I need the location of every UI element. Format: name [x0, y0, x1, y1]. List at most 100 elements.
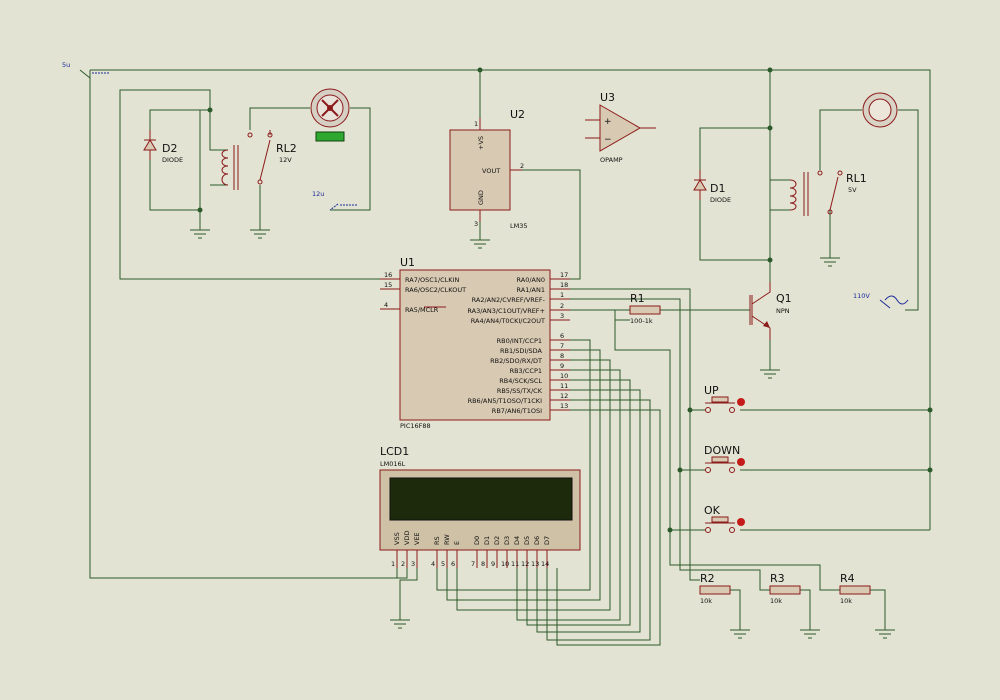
- resistor-r1[interactable]: R1 100-1k: [629, 292, 661, 325]
- resistor-r3[interactable]: R3 10k: [769, 572, 801, 605]
- lcd-pin-name: D5: [523, 536, 531, 545]
- u2-pin-num: 2: [520, 162, 524, 170]
- lcd-pin-num: 10: [501, 560, 509, 568]
- diode-d2[interactable]: D2 DIODE: [143, 130, 183, 164]
- lcd-display[interactable]: LCD1 LM016L VSS1VDD2VEE3RS4RW5E6D07D18D2…: [379, 445, 581, 568]
- u1-pin-name: RA5/MCLR: [405, 306, 439, 314]
- ground-symbols: [190, 229, 895, 639]
- lcd-pin-num: 4: [431, 560, 435, 568]
- resistor-r4[interactable]: R4 10k: [839, 572, 871, 605]
- u2-pin-vout: VOUT: [482, 167, 500, 175]
- button-down-label: DOWN: [704, 444, 740, 457]
- u1-pin-num: 10: [560, 372, 568, 380]
- lcd-screen: [389, 477, 573, 521]
- lcd-pin-name: D4: [513, 536, 521, 545]
- lcd-pin-num: 8: [481, 560, 485, 568]
- r3-value: 10k: [770, 597, 782, 605]
- transistor-q1[interactable]: Q1 NPN: [749, 282, 792, 340]
- u3-value: OPAMP: [600, 156, 623, 164]
- u1-pin-num: 1: [560, 291, 564, 299]
- u1-pin-num: 4: [384, 301, 388, 309]
- button-up[interactable]: UP: [704, 384, 745, 413]
- rl2-ref: RL2: [276, 142, 297, 155]
- u1-ref: U1: [400, 256, 415, 269]
- r2-ref: R2: [700, 572, 715, 585]
- power-12v-terminal: 12u: [312, 190, 358, 211]
- r1-ref: R1: [630, 292, 645, 305]
- lcd-value: LM016L: [380, 460, 406, 468]
- u1-pin-name: RB3/CCP1: [510, 367, 542, 375]
- sensor-u2[interactable]: U2 LM35 +VS GND VOUT 1 2 3: [449, 108, 528, 230]
- u2-value: LM35: [510, 222, 528, 230]
- lcd-pin-name: RS: [433, 536, 441, 545]
- lcd-pin-num: 3: [411, 560, 415, 568]
- u1-pin-name: RB0/INT/CCP1: [497, 337, 542, 345]
- u1-pin-name: RA7/OSC1/CLKIN: [405, 276, 459, 284]
- u1-pin-name: RB1/SDI/SDA: [500, 347, 543, 355]
- mcu-u1[interactable]: U1 PIC16F88 RA7/OSC1/CLKIN RA6/OSC2/CLKO…: [380, 256, 570, 430]
- q1-ref: Q1: [776, 292, 792, 305]
- u1-pin-num: 16: [384, 271, 392, 279]
- relay-rl1[interactable]: RL1 5V: [789, 170, 867, 216]
- lcd-pin-num: 6: [451, 560, 455, 568]
- u1-pin-name: RB2/SDO/RX/DT: [490, 357, 542, 365]
- power-110v-label: 110V: [853, 292, 870, 300]
- ac-110v-source: 110V: [853, 292, 909, 309]
- u1-pin-num: 3: [560, 312, 564, 320]
- button-down-indicator: [737, 458, 745, 466]
- lcd-pin-num: 1: [391, 560, 395, 568]
- lcd-pin-num: 13: [531, 560, 539, 568]
- u1-pin-num: 12: [560, 392, 568, 400]
- lcd-pin-name: D7: [543, 536, 551, 545]
- rl1-ref: RL1: [846, 172, 867, 185]
- u1-pin-num: 11: [560, 382, 568, 390]
- lamp[interactable]: [862, 92, 898, 128]
- motor-indicator: [315, 131, 345, 142]
- relay-rl2[interactable]: RL2 12V: [221, 130, 297, 190]
- motor[interactable]: [310, 88, 350, 142]
- lcd-ref: LCD1: [380, 445, 409, 458]
- lcd-pin-name: D6: [533, 536, 541, 545]
- lcd-pin-num: 9: [491, 560, 495, 568]
- u2-pin-gnd: GND: [477, 190, 485, 205]
- u2-pin-num: 1: [474, 120, 478, 128]
- lcd-pin-num: 12: [521, 560, 529, 568]
- lcd-pin-name: RW: [443, 534, 451, 545]
- button-up-label: UP: [704, 384, 719, 397]
- lcd-pin-num: 11: [511, 560, 519, 568]
- button-ok[interactable]: OK: [704, 504, 745, 533]
- q1-value: NPN: [776, 307, 790, 315]
- lcd-pin-name: VEE: [413, 532, 421, 545]
- button-down[interactable]: DOWN: [704, 444, 745, 473]
- lcd-pin-num: 2: [401, 560, 405, 568]
- lcd-pins: VSS1VDD2VEE3RS4RW5E6D07D18D29D310D411D51…: [391, 531, 551, 568]
- rl2-value: 12V: [279, 156, 292, 164]
- lcd-pin-num: 5: [441, 560, 445, 568]
- d1-ref: D1: [710, 182, 725, 195]
- u1-pin-name: RA2/AN2/CVREF/VREF-: [472, 296, 546, 304]
- rl1-value: 5V: [848, 186, 857, 194]
- u2-pin-num: 3: [474, 220, 478, 228]
- r4-value: 10k: [840, 597, 852, 605]
- d2-ref: D2: [162, 142, 177, 155]
- u1-pin-name: RA0/AN0: [517, 276, 545, 284]
- lcd-pin-name: D1: [483, 536, 491, 545]
- resistor-r2[interactable]: R2 10k: [699, 572, 731, 605]
- button-ok-label: OK: [704, 504, 721, 517]
- u1-pin-name: RB4/SCK/SCL: [499, 377, 542, 385]
- opamp-u3[interactable]: + − U3 OPAMP: [585, 91, 656, 164]
- opamp-plus-sign: +: [604, 117, 612, 127]
- lcd-pin-name: VDD: [403, 531, 411, 545]
- lcd-pin-num: 7: [471, 560, 475, 568]
- lcd-pin-name: E: [453, 541, 461, 545]
- u2-ref: U2: [510, 108, 525, 121]
- r3-ref: R3: [770, 572, 785, 585]
- u1-pin-num: 18: [560, 281, 568, 289]
- diode-d1[interactable]: D1 DIODE: [693, 170, 731, 204]
- u1-pin-num: 13: [560, 402, 568, 410]
- u1-pin-num: 15: [384, 281, 392, 289]
- u1-pin-num: 8: [560, 352, 564, 360]
- lcd-pin-name: VSS: [393, 532, 401, 545]
- u2-pin-vs: +VS: [477, 136, 485, 150]
